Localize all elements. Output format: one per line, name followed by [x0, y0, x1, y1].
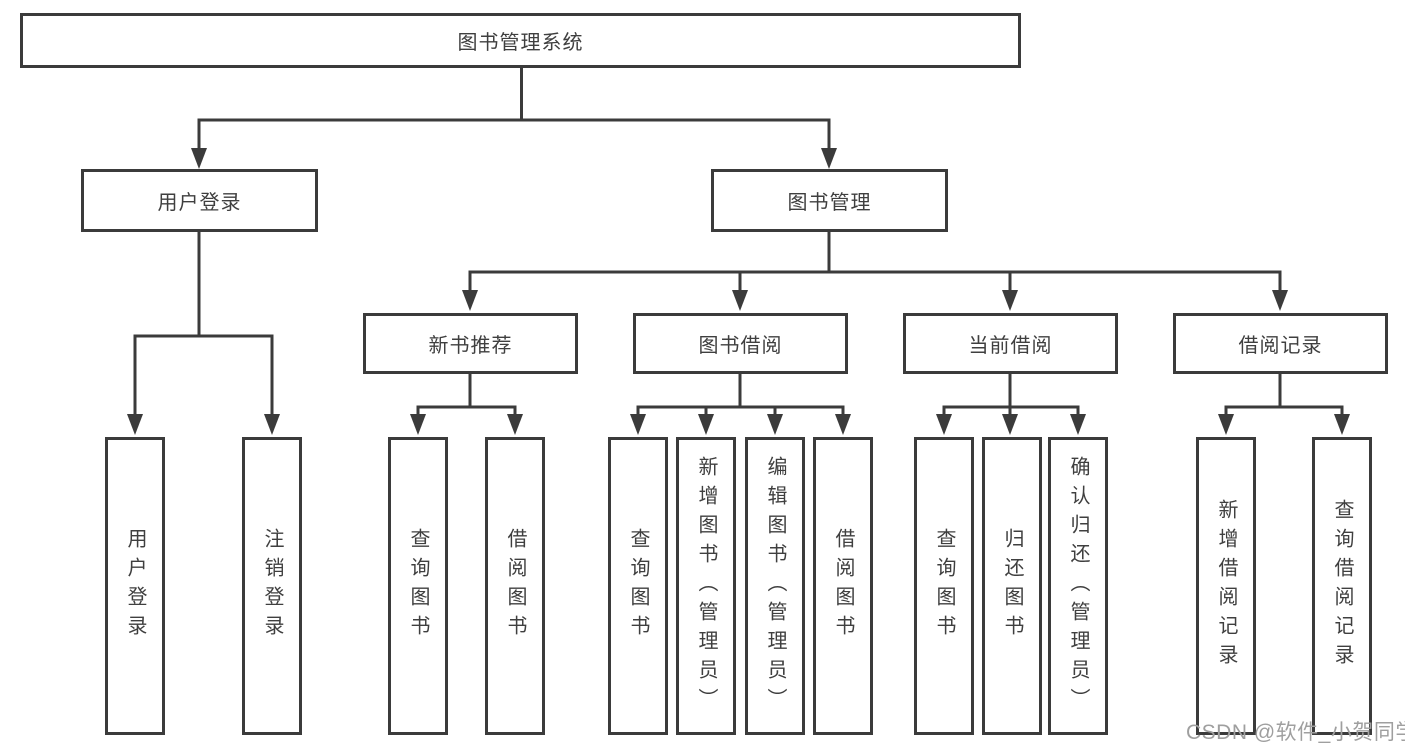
leaf-add-book-admin-label: 新增图书（管理员） — [695, 455, 717, 717]
node-user-login: 用户登录 — [81, 169, 318, 232]
node-book-management: 图书管理 — [711, 169, 948, 232]
leaf-borrow-books-1: 借阅图书 — [485, 437, 545, 735]
leaf-borrow-books-2-label: 借阅图书 — [832, 528, 854, 644]
leaf-logout-label: 注销登录 — [261, 528, 283, 644]
leaf-confirm-return-admin-label: 确认归还（管理员） — [1067, 455, 1089, 717]
leaf-query-books-2-label: 查询图书 — [627, 528, 649, 644]
leaf-user-login-label: 用户登录 — [124, 528, 146, 644]
leaf-borrow-books-1-label: 借阅图书 — [504, 528, 526, 644]
node-book-management-label: 图书管理 — [787, 192, 872, 214]
leaf-edit-book-admin-label: 编辑图书（管理员） — [764, 455, 786, 717]
node-book-borrow-label: 图书借阅 — [698, 335, 783, 357]
leaf-query-borrow-record: 查询借阅记录 — [1312, 437, 1372, 735]
leaf-query-books-3: 查询图书 — [914, 437, 974, 735]
watermark: CSDN @软件_小贺同学 — [1186, 721, 1405, 744]
node-user-login-label: 用户登录 — [157, 192, 242, 214]
leaf-add-borrow-record: 新增借阅记录 — [1196, 437, 1256, 735]
node-new-book-recommend: 新书推荐 — [363, 313, 578, 374]
leaf-query-books-2: 查询图书 — [608, 437, 668, 735]
leaf-query-books-1-label: 查询图书 — [407, 528, 429, 644]
leaf-logout: 注销登录 — [242, 437, 302, 735]
leaf-return-book: 归还图书 — [982, 437, 1042, 735]
node-current-borrow: 当前借阅 — [903, 313, 1118, 374]
node-book-borrow: 图书借阅 — [633, 313, 848, 374]
node-current-borrow-label: 当前借阅 — [968, 335, 1053, 357]
leaf-query-borrow-record-label: 查询借阅记录 — [1331, 499, 1353, 673]
node-new-book-recommend-label: 新书推荐 — [428, 335, 513, 357]
leaf-borrow-books-2: 借阅图书 — [813, 437, 873, 735]
leaf-query-books-1: 查询图书 — [388, 437, 448, 735]
leaf-add-book-admin: 新增图书（管理员） — [676, 437, 736, 735]
leaf-add-borrow-record-label: 新增借阅记录 — [1215, 499, 1237, 673]
node-borrow-records: 借阅记录 — [1173, 313, 1388, 374]
node-root: 图书管理系统 — [20, 13, 1021, 68]
leaf-query-books-3-label: 查询图书 — [933, 528, 955, 644]
node-root-label: 图书管理系统 — [457, 32, 584, 54]
node-borrow-records-label: 借阅记录 — [1238, 335, 1323, 357]
leaf-return-book-label: 归还图书 — [1001, 528, 1023, 644]
leaf-confirm-return-admin: 确认归还（管理员） — [1048, 437, 1108, 735]
leaf-edit-book-admin: 编辑图书（管理员） — [745, 437, 805, 735]
leaf-user-login: 用户登录 — [105, 437, 165, 735]
